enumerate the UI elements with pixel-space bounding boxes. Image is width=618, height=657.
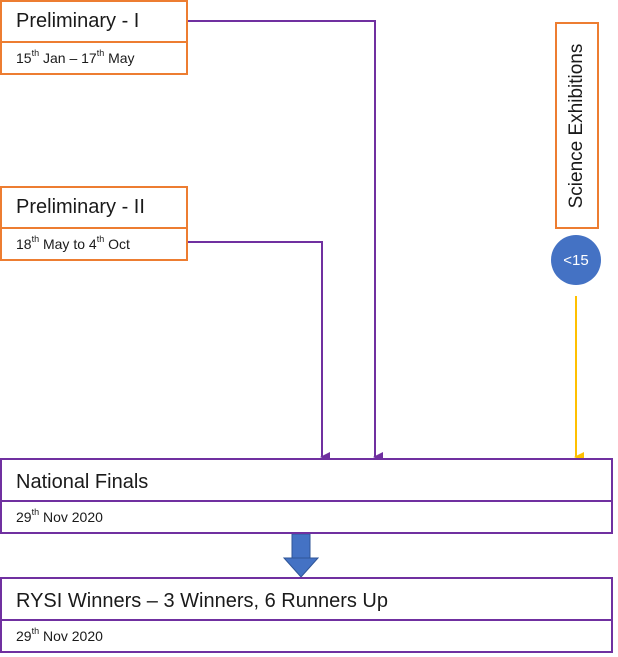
national-finals-title: National Finals [16,470,149,493]
prelim2-to-finals-connector [188,241,330,462]
winners-title: RYSI Winners – 3 Winners, 6 Runners Up [16,589,389,612]
science-exhibitions-box: Science Exhibitions [555,22,599,229]
preliminary-2-title-box: Preliminary - II [0,186,188,229]
prelim1-to-finals-connector [188,20,383,462]
preliminary-1-title-box: Preliminary - I [0,0,188,43]
age-limit-badge: <15 [551,235,601,285]
science-exhibitions-label: Science Exhibitions [566,43,587,208]
preliminary-1-title: Preliminary - I [16,10,140,32]
national-finals-title-box: National Finals [0,458,613,502]
preliminary-2-title: Preliminary - II [16,196,145,218]
finals-to-winners-arrow [282,533,320,578]
winners-title-box: RYSI Winners – 3 Winners, 6 Runners Up [0,577,613,621]
